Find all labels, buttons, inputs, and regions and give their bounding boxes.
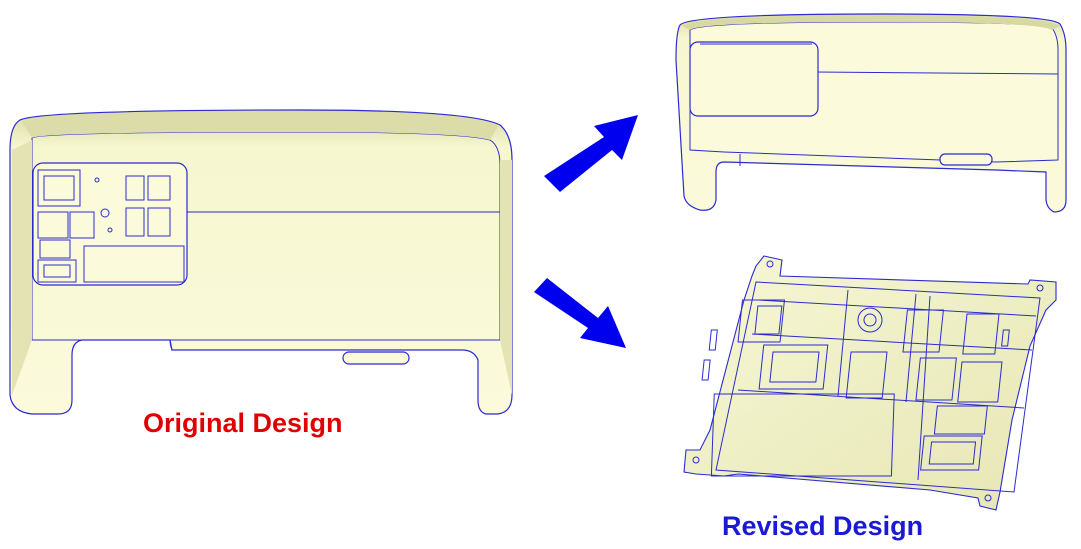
arrow-down-right-icon	[534, 278, 626, 348]
original-design-part	[9, 109, 513, 415]
arrow-up-right-icon	[544, 115, 638, 192]
revised-design-shell	[675, 13, 1067, 213]
revised-design-plate	[683, 255, 1057, 511]
caption-revised: Revised Design	[722, 511, 923, 541]
caption-original: Original Design	[143, 408, 343, 438]
